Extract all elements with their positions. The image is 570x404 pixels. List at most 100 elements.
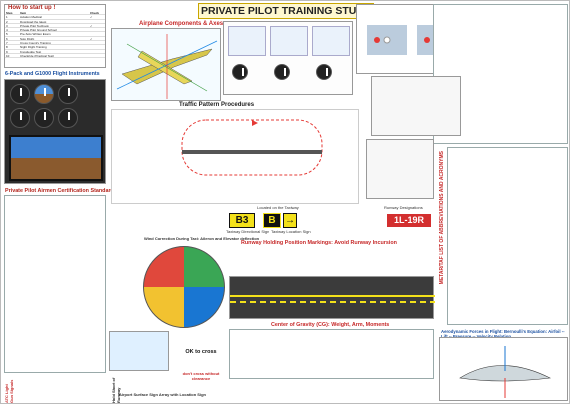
table-row: 10 Checkride (Practical Test) (5, 53, 105, 59)
wind-section-label: Wind Correction During Taxi: Aileron and… (144, 237, 260, 241)
table-cell: Night Flight Training (20, 45, 47, 49)
table-cell: Checkride (Practical Test) (20, 53, 55, 58)
turn-diagram-1 (228, 26, 266, 56)
column-header: Step (6, 11, 13, 15)
how-to-start-box: How to start up ! Step Item Check 1 Aviation… (4, 4, 106, 68)
table-row: 8 Night Flight Training (5, 45, 105, 50)
table-cell: Knowledge Test (20, 49, 42, 53)
table-cell: Solo Flight (20, 36, 35, 41)
table-cell: Private Pilot Ground School (20, 28, 57, 32)
caption-location: Taxiway Location Sign (271, 230, 311, 234)
caption-directional: Taxiway Directional Sign (226, 230, 270, 234)
hold-line-solid (230, 295, 435, 297)
table-cell: 3 (6, 23, 8, 28)
table-row: 1 Aviation Medical ✓ (5, 15, 105, 20)
aero-section-label: Aerodynamic Forces in Flight: Bernoulli'… (441, 329, 565, 339)
table-row: 9 Knowledge Test (5, 50, 105, 54)
airfoil-icon (459, 346, 552, 398)
table-cell: 5 (6, 32, 8, 36)
taxiway-sign-b: B (263, 213, 281, 228)
table-cell: 7 (6, 41, 8, 45)
cg-table (229, 329, 434, 379)
traffic-section-label: Traffic Pattern Procedures (179, 102, 255, 108)
page-title: PRIVATE PILOT TRAINING STUDY GUIDE (198, 3, 374, 31)
table-cell (89, 32, 103, 35)
table-cell: ✓ (90, 36, 93, 41)
table-cell: 2 (6, 19, 8, 23)
acs-table (4, 195, 106, 373)
table-cell: Pre-Solo Written Exam (20, 32, 51, 36)
table-cell (89, 20, 103, 23)
instrument-panel-image (4, 79, 106, 184)
vsi-gauge-icon (58, 108, 78, 128)
turn-diagrams (223, 21, 353, 95)
table-cell (89, 54, 103, 57)
table-cell (89, 41, 103, 44)
light-signals-diagram (371, 76, 461, 136)
table-cell: 8 (6, 45, 8, 49)
aircraft-axes-diagram (111, 28, 221, 101)
wind-correction-compass-icon (143, 246, 225, 328)
altimeter-gauge-icon (58, 84, 78, 104)
table-cell: 9 (6, 49, 8, 53)
airport-signs-photo (109, 331, 169, 371)
acs-section-label: Private Pilot Airmen Certification Stand… (5, 188, 117, 194)
runway-sign-images (366, 139, 434, 199)
hold-marking-image (229, 276, 435, 319)
attitude-gauge-icon (34, 84, 54, 104)
turn-coordinator-icon (10, 108, 30, 128)
table-cell: ✓ (90, 23, 93, 28)
table-cell: Cross Country Training (20, 41, 51, 45)
caption-located: Located on the Taxiway (257, 206, 299, 210)
table-cell: 6 (6, 36, 8, 41)
g1000-display (9, 135, 103, 181)
how-to-start-table: Step Item Check 1 Aviation Medical ✓ 2 Download… (5, 11, 105, 59)
table-row: 7 Cross Country Training (5, 41, 105, 46)
dont-cross-text: don't cross without clearance (182, 371, 220, 381)
how-to-start-heading: How to start up ! (8, 5, 56, 11)
acronyms-table (447, 147, 568, 325)
acronyms-vertical-label: METAR/TAF LIST OF ABBREVIATIONS AND ACRO… (439, 151, 445, 285)
table-row: 4 Private Pilot Ground School (5, 28, 105, 33)
tc-right-icon (316, 64, 332, 80)
tc-center-icon (274, 64, 290, 80)
table-row: 3 Private Pilot Textbook ✓ (5, 23, 105, 29)
tc-left-icon (232, 64, 248, 80)
light-gun-label: ATC Light Gun Signals (4, 379, 14, 403)
traffic-pattern-icon (181, 119, 323, 176)
cg-section-label: Center of Gravity (CG): Weight, Arm, Mom… (271, 322, 390, 328)
table-header: Step Item Check (5, 11, 105, 16)
table-cell: 1 (6, 15, 8, 19)
table-cell: Aviation Medical (20, 15, 42, 19)
surface-array-caption: Airport Surface Sign Array with Location… (119, 393, 206, 397)
panel-section-label: 6-Pack and G1000 Flight Instruments (5, 71, 100, 77)
table-cell: Private Pilot Textbook (20, 23, 49, 28)
direction-arrow-icon: → (283, 213, 297, 228)
hold-section-label: Runway Holding Position Markings: Avoid … (241, 240, 397, 246)
table-row: 5 Pre-Solo Written Exam (5, 32, 105, 37)
table-row: 2 Download the latest (5, 20, 105, 24)
hold-short-vertical: Hold Short of Runway (111, 377, 121, 403)
hold-line-dashed (230, 301, 435, 303)
turn-diagram-3 (312, 26, 350, 56)
airspeed-gauge-icon (10, 84, 30, 104)
airplane-icon (116, 34, 218, 99)
heading-indicator-icon (34, 108, 54, 128)
column-header: Item (20, 11, 27, 15)
column-header: Check (90, 11, 100, 15)
table-cell (89, 50, 103, 53)
traffic-pattern-diagram (111, 109, 359, 204)
caption-designation: Runway Designations (384, 206, 423, 210)
aerodynamics-diagram (439, 337, 568, 401)
table-cell: 10 (6, 53, 10, 58)
location-sign-b3: B3 (229, 213, 255, 228)
turn-diagram-2 (270, 26, 308, 56)
table-row: 6 Solo Flight ✓ (5, 36, 105, 42)
table-cell: 4 (6, 28, 8, 32)
runway-designation-sign: 1L-19R (386, 213, 432, 228)
aircraft-section-label: Airplane Components & Axes (139, 21, 224, 27)
table-cell (89, 45, 103, 48)
table-cell: Download the latest (20, 19, 47, 23)
table-cell: ✓ (90, 15, 93, 19)
